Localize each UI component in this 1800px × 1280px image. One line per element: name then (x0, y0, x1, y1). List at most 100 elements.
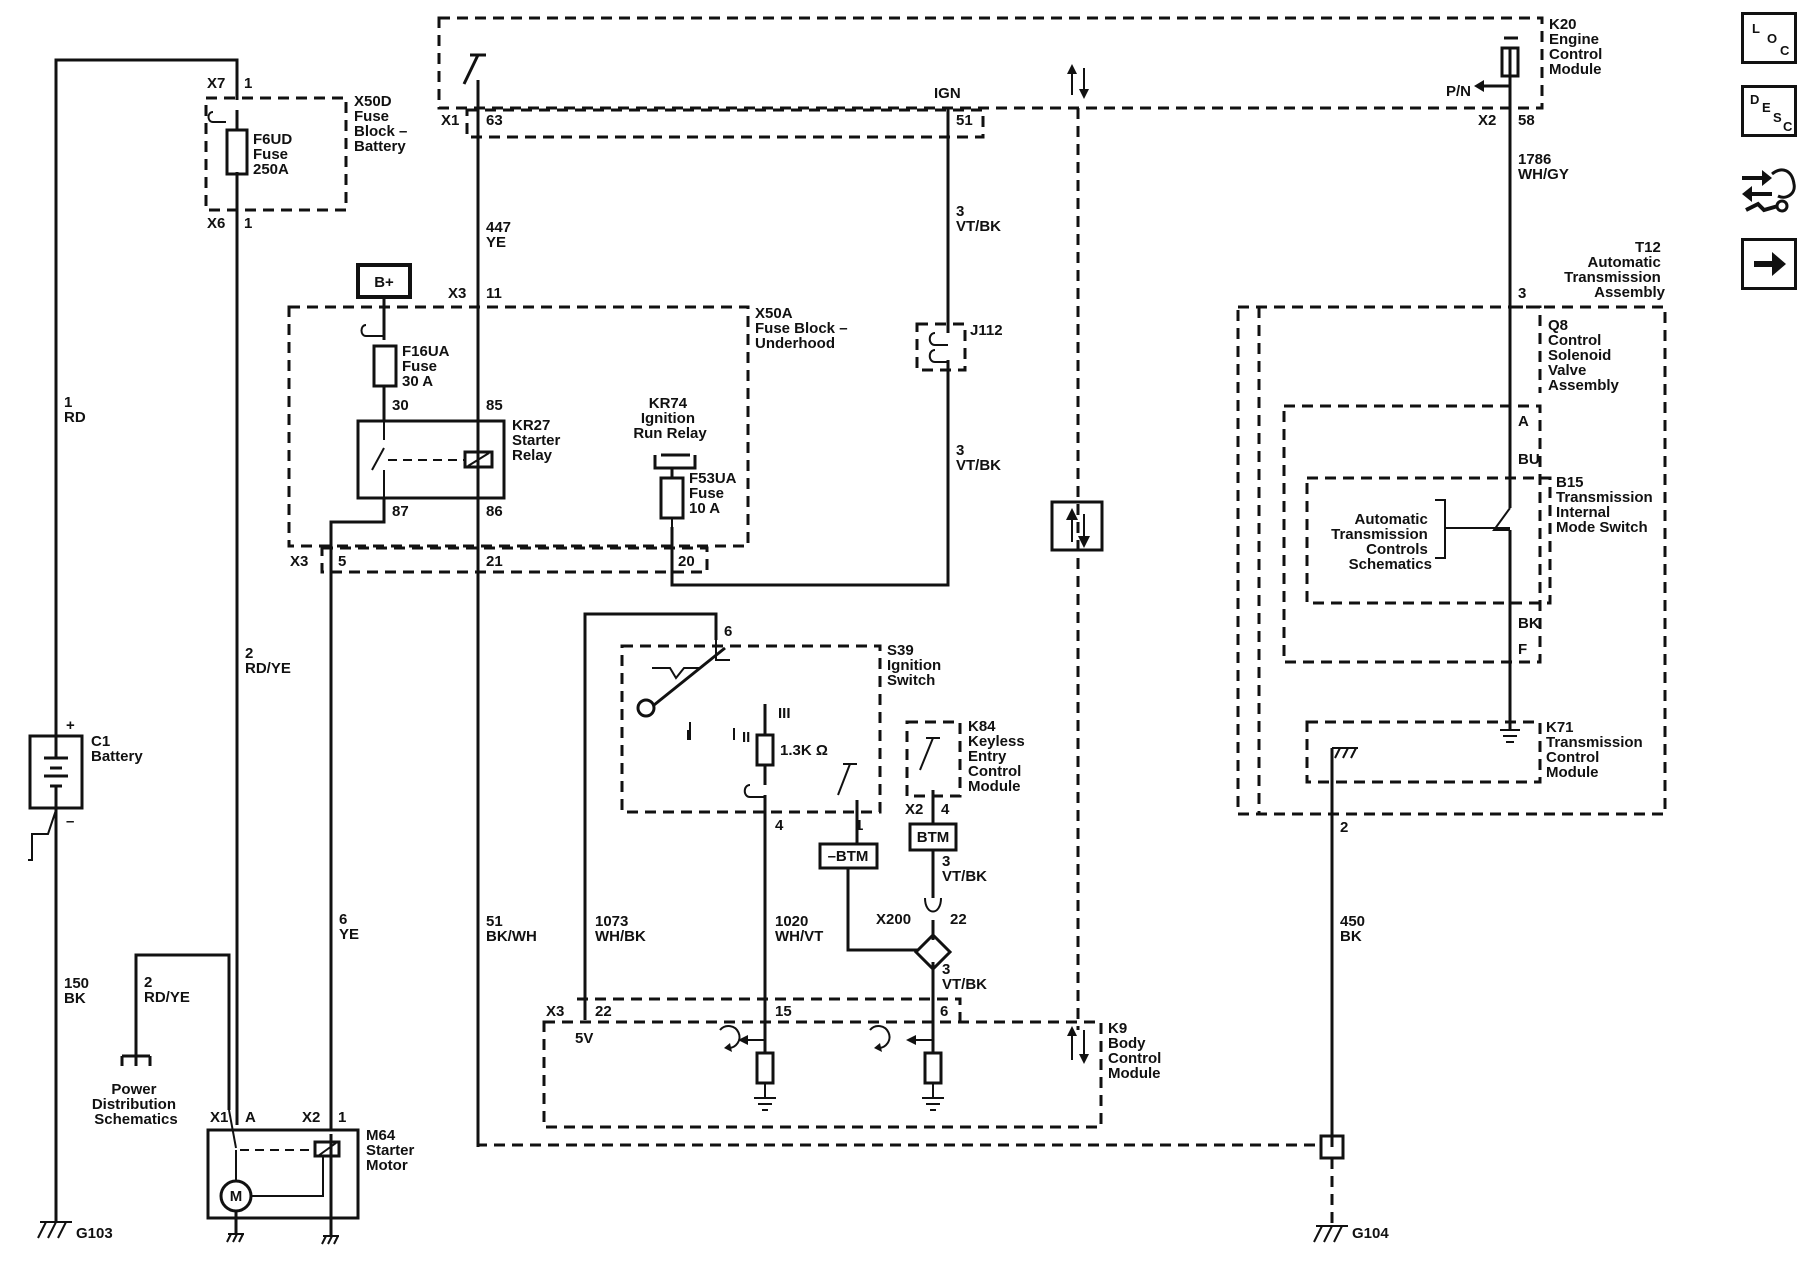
pin-f: F (1518, 641, 1527, 658)
kr27-relay (356, 419, 506, 500)
pin-58: 58 (1518, 112, 1535, 129)
pds-label: Power Distribution Schematics (92, 1081, 180, 1128)
pin-x3-k9: X3 (546, 1003, 564, 1020)
kr27-label: KR27 Starter Relay (512, 417, 565, 464)
pin-bk: BK (1518, 615, 1540, 632)
loc-letter-l: L (1752, 21, 1760, 36)
loc-letter-o: O (1767, 31, 1778, 46)
g103-ground-symbol (37, 1221, 72, 1239)
m64-label: M64 Starter Motor (366, 1127, 419, 1174)
pin-51: 51 (956, 112, 973, 129)
f16ua-label: F16UA Fuse 30 A (402, 343, 453, 390)
pin-5: 5 (338, 553, 346, 570)
desc-letter-c: C (1783, 119, 1793, 134)
k71-outline (1305, 720, 1542, 784)
pin-x1-top: X1 (441, 112, 459, 129)
splice-diamond (913, 932, 953, 972)
pin-s39-1: 1 (855, 817, 863, 834)
pin-x2-k84: X2 (905, 801, 923, 818)
f53ua-label: F53UA Fuse 10 A (689, 470, 740, 517)
b15-label: B15 Transmission Internal Mode Switch (1556, 474, 1657, 536)
x50a-label: X50A Fuse Block – Underhood (755, 305, 852, 352)
x200-inline-connector (924, 897, 942, 913)
kr74-label: KR74 Ignition Run Relay (633, 395, 707, 442)
k20-label: K20 Engine Control Module (1549, 16, 1607, 78)
location-view-button[interactable]: L O C (1741, 12, 1797, 64)
pin-s39-4: 4 (775, 817, 784, 834)
fuse-f16ua (360, 324, 398, 388)
t12-outline (1236, 305, 1667, 816)
component-connector-view-icon[interactable] (1738, 160, 1798, 220)
j112-outline (915, 322, 967, 372)
pin-k71-2: 2 (1340, 819, 1348, 836)
pin-x7-1: 1 (244, 75, 252, 92)
pin-x2-k20: X2 (1478, 112, 1496, 129)
switch-pos-i: I (686, 727, 690, 744)
neg-btm-label: –BTM (828, 848, 869, 865)
switch-pos-ii: II (742, 729, 750, 746)
wire-btm-neg (846, 800, 918, 952)
pin-11: 11 (486, 285, 502, 302)
desc-letter-s: S (1773, 110, 1782, 125)
wire-1073-wh-bk (583, 612, 718, 1020)
pin-k84-4: 4 (941, 801, 950, 818)
pin-a-q8: A (1518, 413, 1529, 430)
pin-20: 20 (678, 553, 695, 570)
pin-15: 15 (775, 1003, 792, 1020)
serial-data-box (1050, 500, 1104, 552)
resistor-label: 1.3K Ω (780, 742, 828, 759)
t12-label: T12 Automatic Transmission Assembly (1564, 239, 1666, 301)
pin-87: 87 (392, 503, 409, 520)
x50a-outline (287, 305, 750, 548)
pin-s39-6: 6 (724, 623, 732, 640)
pin-x6: X6 (207, 215, 225, 232)
k20-serial-arrows (1067, 64, 1089, 99)
g104-ground-symbol (1313, 1225, 1348, 1243)
pin-x200-22: 22 (950, 911, 967, 928)
ats-schematics-label: Automatic Transmission Controls Schemati… (1331, 511, 1432, 573)
wire-ign-3-vtbk (670, 108, 950, 587)
pin-x3-upper: X3 (290, 553, 308, 570)
pin-x2-m64: X2 (302, 1109, 320, 1126)
pin-85: 85 (486, 397, 503, 414)
description-view-button[interactable]: D E S C (1741, 85, 1797, 137)
g103-label: G103 (76, 1225, 113, 1242)
pin-a-m64: A (245, 1109, 256, 1126)
x3-upper-connector-outline (320, 546, 709, 574)
b15-mode-switch (1435, 499, 1511, 559)
k71-chassis-ground (1332, 747, 1358, 759)
q8-outline (1512, 305, 1542, 393)
k84-switch (919, 737, 940, 771)
g104-splice (1319, 1134, 1345, 1160)
pin-6: 6 (940, 1003, 948, 1020)
pin-1-m64: 1 (338, 1109, 346, 1126)
pin-63: 63 (486, 112, 503, 129)
next-page-button[interactable] (1741, 238, 1797, 290)
pin-x1-m64: X1 (210, 1109, 228, 1126)
f6ud-label: F6UD Fuse 250A (253, 131, 296, 178)
five-volt-label: 5V (575, 1030, 593, 1047)
desc-letter-d: D (1750, 92, 1760, 107)
k20-module-outline (437, 16, 1544, 110)
pin-bu: BU (1518, 451, 1540, 468)
arrow-right-icon (1754, 252, 1786, 276)
q8-label: Q8 Control Solenoid Valve Assembly (1548, 317, 1620, 394)
j112-label: J112 (970, 322, 1003, 339)
b-plus-box (356, 263, 412, 299)
loc-letter-c: C (1780, 43, 1790, 58)
pin-t12-3: 3 (1518, 285, 1526, 302)
m64-starter-motor (206, 1109, 360, 1234)
pn-label: P/N (1446, 83, 1471, 100)
